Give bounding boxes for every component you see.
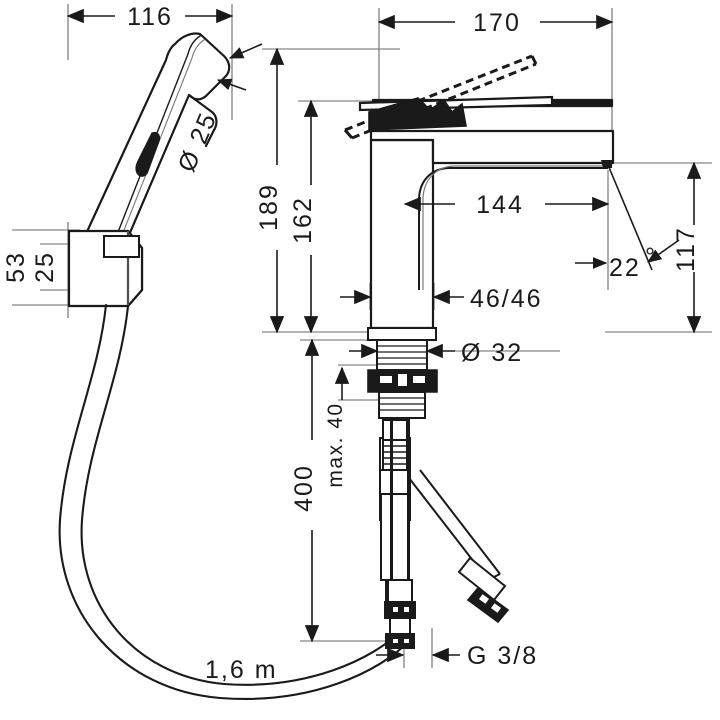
dim-25: 25 xyxy=(31,251,59,283)
shower-hose xyxy=(58,303,412,700)
hand-shower-grip-detail xyxy=(135,131,161,177)
lever-handle xyxy=(343,54,554,140)
bracket-hose-nipple xyxy=(103,235,140,258)
degree-symbol: ° xyxy=(645,243,657,271)
supply-hose xyxy=(379,417,411,601)
connector-hose-vertical xyxy=(384,417,416,649)
dim-117: 117 xyxy=(672,226,700,272)
dim-116: 116 xyxy=(127,3,173,31)
dim-189: 189 xyxy=(255,183,283,231)
dim-22-degrees: 22 xyxy=(609,254,641,282)
diverter-hose-connector xyxy=(457,556,510,624)
dim-400: 400 xyxy=(290,464,318,512)
dimension-lines xyxy=(66,8,702,663)
dim-hose-length: 1,6 m xyxy=(205,656,278,684)
dim-dia-32: Ø 32 xyxy=(461,339,523,367)
mounting-nut xyxy=(367,369,438,393)
dim-162: 162 xyxy=(289,196,317,244)
dim-max-40: max. 40 xyxy=(324,402,347,487)
dim-g-3-8: G 3/8 xyxy=(467,642,538,670)
dim-170: 170 xyxy=(473,9,521,37)
dim-53: 53 xyxy=(2,251,30,283)
threaded-shank xyxy=(367,327,437,371)
shank-lower-thread xyxy=(378,391,426,419)
dim-144: 144 xyxy=(476,191,524,219)
dim-46-46: 46/46 xyxy=(470,285,543,313)
